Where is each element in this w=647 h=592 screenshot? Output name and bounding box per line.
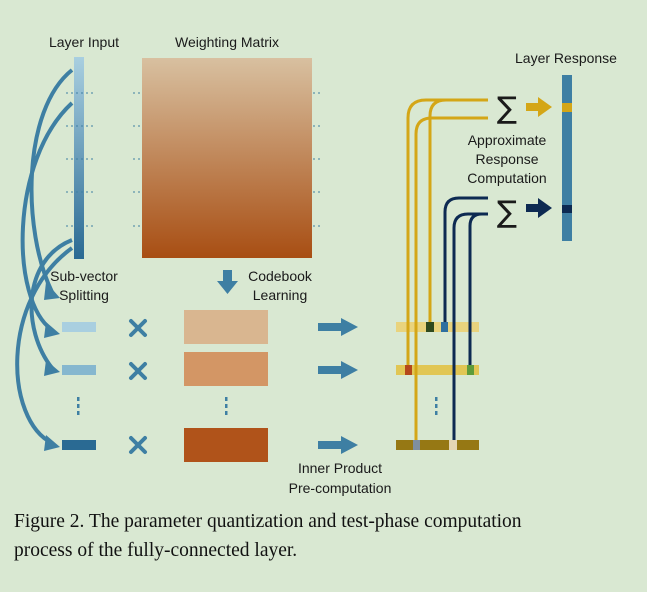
figure-caption: Figure 2. The parameter quantization and… [14, 507, 639, 565]
weighting-matrix-label: Weighting Matrix [175, 34, 279, 50]
approx-label-1: Approximate [468, 132, 547, 148]
ellipsis-icon [77, 397, 80, 415]
layer-response-vector [562, 75, 572, 241]
layer-input-vector [74, 57, 84, 259]
layer-input-label: Layer Input [49, 34, 119, 50]
sub-vector-m [62, 440, 96, 450]
ellipsis-icon [225, 397, 228, 415]
splitting-arrowheads [44, 282, 60, 451]
sub-vector-2 [62, 365, 96, 375]
arrow-right-icon [318, 318, 358, 336]
multiply-icon [129, 362, 147, 380]
codebook-2 [184, 352, 268, 386]
approx-label-3: Computation [467, 170, 546, 186]
lookup-table-2 [396, 365, 479, 375]
layer-response-label: Layer Response [515, 50, 617, 66]
ellipsis-icon [435, 397, 438, 415]
response-element-gold [562, 103, 572, 112]
arrow-right-icon [526, 97, 552, 117]
codebook-1 [184, 310, 268, 344]
arrow-right-icon [318, 436, 358, 454]
caption-line-2: process of the fully-connected layer. [14, 540, 298, 561]
sum-icon: ∑ [497, 195, 517, 230]
sub-vector-1 [62, 322, 96, 332]
sum-icon: ∑ [497, 91, 517, 126]
caption-line-1: Figure 2. The parameter quantization and… [14, 511, 522, 532]
arrow-right-icon [318, 361, 358, 379]
multiply-icon [129, 436, 147, 454]
approx-label-2: Response [475, 151, 538, 167]
codebook-m [184, 428, 268, 462]
sub-vector-label-1: Sub-vector [50, 268, 118, 284]
codebook-label-1: Codebook [248, 268, 313, 284]
sub-vector-label-2: Splitting [59, 287, 109, 303]
multiply-icon [129, 319, 147, 337]
navy-lookup-lines [443, 196, 488, 440]
weighting-matrix [142, 58, 312, 258]
inner-product-label-1: Inner Product [298, 460, 382, 476]
quantization-diagram: Layer Input Weighting Matrix Layer Respo… [15, 34, 617, 496]
codebook-label-2: Learning [253, 287, 308, 303]
arrow-right-icon [526, 198, 552, 218]
lookup-table-m [396, 440, 479, 450]
gold-lookup-lines [406, 98, 488, 440]
splitting-arrows [15, 68, 74, 445]
response-element-navy [562, 205, 572, 213]
arrow-down-icon [217, 270, 238, 294]
lookup-table-1 [396, 322, 479, 332]
inner-product-label-2: Pre-computation [289, 480, 392, 496]
